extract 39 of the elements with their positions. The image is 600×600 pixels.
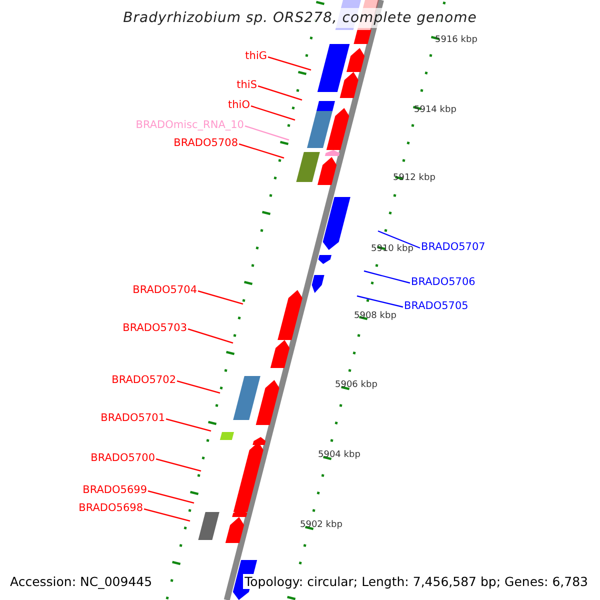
scale-label: 5908 kbp: [354, 311, 396, 322]
leader-line: [188, 328, 234, 344]
gene-label: BRADOmisc_RNA_10: [136, 119, 244, 132]
scale-label: 5916 kbp: [435, 35, 478, 46]
leader-line: [148, 490, 194, 504]
scale-label: 5906 kbp: [335, 380, 378, 391]
leader-line: [364, 270, 410, 284]
leader-line: [258, 85, 302, 101]
leader-line: [176, 380, 220, 394]
gene-label: thiG: [245, 50, 267, 63]
scale-label: 5902 kbp: [300, 520, 342, 531]
gene-label: BRADO5705: [404, 300, 468, 313]
leader-line: [268, 56, 312, 71]
gene-label: thiS: [236, 79, 257, 92]
scale-label: 5904 kbp: [318, 450, 360, 461]
gene-label: BRADO5700: [90, 452, 155, 465]
gene-label: BRADO5703: [122, 322, 187, 335]
gene-label: BRADO5698: [78, 502, 143, 515]
gene-label: BRADO5701: [100, 412, 165, 425]
leader-line: [166, 418, 212, 432]
scale-label: 5910 kbp: [371, 244, 414, 255]
leader-line: [250, 105, 296, 121]
gene-label: thiO: [228, 99, 250, 112]
leader-line: [378, 230, 420, 249]
leader-line: [244, 125, 290, 141]
leader-line: [144, 508, 190, 522]
leader-line: [238, 143, 284, 159]
leader-line: [156, 458, 202, 472]
footer-text: Topology: circular; Length: 7,456,587 bp; Genes: 6,783: [242, 574, 590, 589]
gene-label: BRADO5704: [132, 284, 197, 297]
gene-label: BRADO5699: [82, 484, 147, 497]
scale-label: 5914 kbp: [414, 105, 456, 116]
gene-label: BRADO5708: [174, 137, 238, 150]
gene-label: BRADO5706: [411, 276, 476, 289]
gene-label: BRADO5707: [421, 241, 486, 254]
gene-label: BRADO5702: [112, 374, 176, 387]
leader-line: [198, 290, 244, 305]
scale-label: 5912 kbp: [393, 173, 436, 184]
leader-line: [356, 295, 404, 308]
